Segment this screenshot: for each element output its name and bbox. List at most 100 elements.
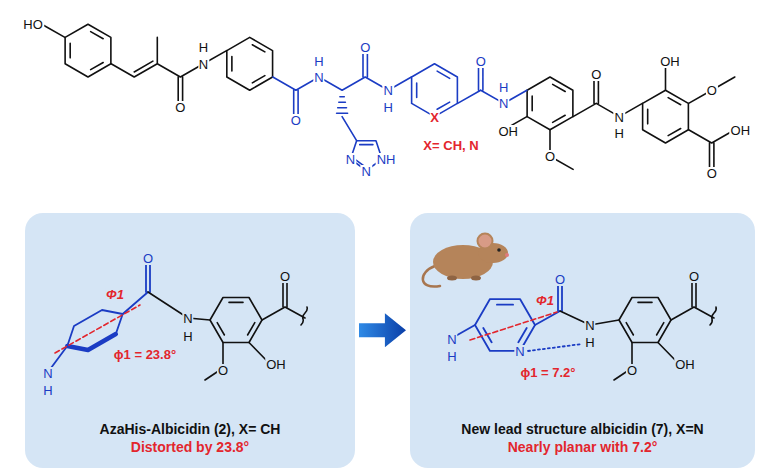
- atom-label-holder: H: [198, 38, 209, 56]
- panel-box: AzaHis-Albicidin (2), X= CHDistorted by …: [25, 213, 355, 468]
- atom-label-holder: OH: [730, 121, 752, 139]
- atom-label: X= CH, N: [422, 139, 479, 152]
- atom-label: O: [688, 270, 700, 283]
- atom-label: OH: [674, 358, 696, 371]
- atom-label: N: [514, 345, 525, 358]
- atom-label-holder: N: [584, 316, 595, 334]
- atom-label-holder: O: [279, 267, 291, 285]
- atom-label: N: [42, 367, 53, 380]
- atom-label-holder: OH: [497, 122, 519, 140]
- atom-label: O: [279, 270, 291, 283]
- atom-label-holder: NH: [376, 150, 397, 168]
- atom-label-holder: N: [498, 94, 509, 112]
- atom-label-holder: H: [584, 333, 595, 351]
- atom-label-holder: ϕ1 = 23.8°: [113, 345, 177, 363]
- right-fragment: [452, 285, 562, 338]
- panel-box: New lead structure albicidin (7), X=NNea…: [410, 213, 755, 468]
- left-fragment: [67, 310, 122, 350]
- atom-label-holder: O: [475, 52, 487, 70]
- atom-label: H: [182, 330, 193, 343]
- left-fragment: [210, 298, 262, 343]
- black-bonds: [65, 24, 111, 77]
- black-bonds: [42, 24, 735, 169]
- atom-label: NH: [376, 153, 397, 166]
- atom-label-holder: O: [359, 38, 371, 56]
- atom-label: OH: [497, 125, 519, 138]
- atom-label: O: [706, 84, 718, 97]
- black-bonds: [42, 24, 735, 169]
- atom-label-holder: N: [345, 150, 356, 168]
- block-arrow: [359, 313, 406, 347]
- atom-label: O: [174, 101, 186, 114]
- mouse-icon: [471, 276, 481, 281]
- atom-label: OH: [730, 124, 752, 137]
- black-bonds: [527, 77, 573, 130]
- blue-bonds: [412, 64, 458, 117]
- atom-label: H: [584, 336, 595, 349]
- panel-right: [410, 213, 755, 468]
- atom-label-holder: O: [706, 81, 718, 99]
- atom-label: N: [198, 58, 209, 71]
- blue-bonds: [273, 53, 527, 167]
- mouse-icon: [478, 234, 493, 249]
- atom-label-holder: N: [514, 342, 525, 360]
- atom-label-holder: N: [182, 309, 193, 327]
- atom-label-holder: O: [174, 98, 186, 116]
- atom-label: OH: [659, 55, 681, 68]
- atom-label: H: [198, 41, 209, 54]
- blue-bonds: [273, 53, 527, 171]
- atom-label: N: [383, 84, 394, 97]
- atom-label: H: [498, 81, 509, 94]
- atom-label: N: [614, 111, 625, 124]
- atom-label-holder: H: [446, 347, 457, 365]
- atom-label: N: [361, 165, 372, 178]
- right-fragment: [560, 282, 716, 380]
- right-fragment: [470, 312, 557, 340]
- atom-label-holder: OH: [659, 52, 681, 70]
- atom-label-holder: H: [498, 78, 509, 96]
- right-fragment: [560, 282, 716, 380]
- left-fragment: [55, 305, 140, 353]
- angle-label: Φ1: [535, 294, 555, 307]
- atom-label: H: [446, 350, 457, 363]
- atom-label: N: [498, 97, 509, 110]
- mouse-icon: [505, 253, 509, 257]
- panel-caption: New lead structure albicidin (7), X=N: [461, 420, 703, 438]
- atom-label: O: [475, 55, 487, 68]
- atom-label-holder: X: [429, 108, 440, 126]
- atom-label: O: [590, 68, 602, 81]
- atom-label: O: [142, 252, 154, 265]
- mouse-icon: [423, 234, 509, 287]
- atom-label: O: [359, 41, 371, 54]
- atom-label: ϕ1 = 23.8°: [113, 348, 177, 361]
- atom-label: ϕ1 = 7.2°: [519, 366, 576, 379]
- panel-note: Distorted by 23.8°: [131, 438, 249, 456]
- angle-label: Φ1: [105, 288, 125, 301]
- atom-label-holder: N: [446, 330, 457, 348]
- atom-label-holder: OH: [265, 355, 287, 373]
- atom-label-holder: H: [383, 98, 394, 116]
- atom-label-holder: N: [42, 364, 53, 382]
- atom-label: H: [313, 55, 324, 68]
- atom-label-holder: X= CH, N: [422, 136, 479, 154]
- atom-label: H: [383, 101, 394, 114]
- atom-label: O: [217, 364, 229, 377]
- right-fragment: [619, 298, 671, 343]
- atom-label-holder: O: [554, 270, 566, 288]
- atom-label-holder: N: [313, 68, 324, 86]
- atom-label: O: [706, 167, 718, 180]
- atom-label-holder: O: [544, 147, 556, 165]
- right-fragment: [475, 299, 535, 351]
- atom-label-holder: H: [614, 124, 625, 142]
- atom-label: N: [345, 153, 356, 166]
- atom-label-holder: ϕ1 = 7.2°: [519, 363, 576, 381]
- atom-label-holder: O: [217, 361, 229, 379]
- atom-label-holder: N: [614, 108, 625, 126]
- panel-note: Nearly planar with 7.2°: [508, 438, 658, 456]
- atom-label: X: [429, 111, 440, 124]
- atom-label-holder: O: [142, 249, 154, 267]
- atom-label-holder: O: [688, 267, 700, 285]
- atom-label-holder: O: [590, 65, 602, 83]
